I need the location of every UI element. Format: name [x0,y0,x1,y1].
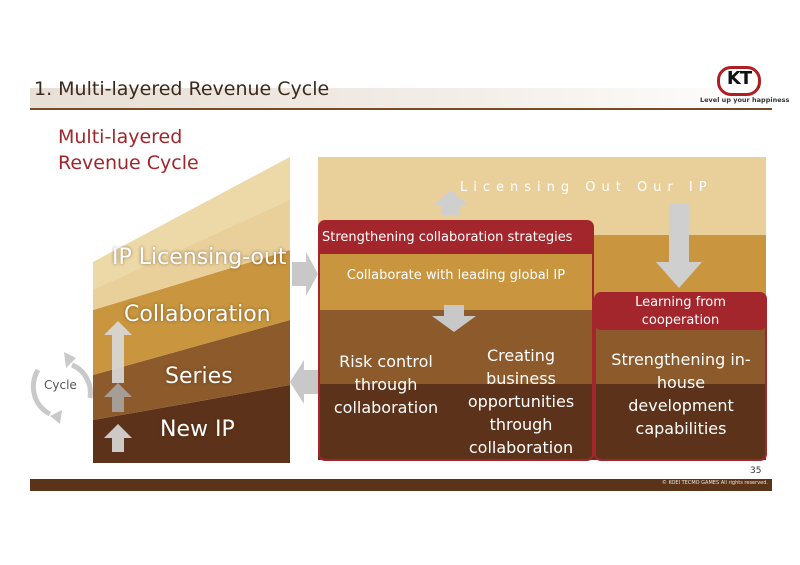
up-arrow-icon [104,424,132,452]
licensing-out-label: Licensing Out Our IP [460,180,713,195]
up-arrow-icon [104,383,132,412]
layer-new-ip [93,385,290,463]
layer-series [93,320,290,420]
down-arrow-icon [432,305,476,332]
page-title: 1. Multi-layered Revenue Cycle [34,78,330,100]
strengthening-label: Strengthening in-house development capab… [611,350,751,438]
collab-global-label: Collaborate with leading global IP [346,268,566,283]
cycle-arrowhead-icon [50,410,62,424]
logo-icon [717,66,761,96]
up-arrow-icon [434,190,468,215]
down-arrow-icon [656,203,702,288]
panel-layer-newip [318,384,766,460]
label-ip-licensing: IP Licensing-out [112,245,287,270]
label-collaboration: Collaboration [124,302,271,327]
label-series: Series [165,364,233,389]
logo-text: KT [726,68,752,89]
subtitle-line-2: Revenue Cycle [58,152,199,174]
layer-top-gradient [93,157,290,290]
footer-bar [30,479,772,491]
cycle-label: Cycle [44,378,77,392]
subtitle-line-1: Multi-layered [58,126,183,148]
section-subtitle: Multi-layered Revenue Cycle [58,124,199,176]
risk-control-label: Risk control through collaboration [333,352,439,417]
logo-tagline: Level up your happiness [700,96,790,104]
cycle-icon [30,362,93,417]
layer-collaboration [93,250,290,375]
cycle-arrowhead-icon [64,352,76,368]
title-band [30,88,772,110]
copyright-text: © KOEI TECMO GAMES All rights reserved. [661,480,768,486]
learning-header: Learning from cooperation [595,293,766,330]
label-new-ip: New IP [160,417,235,442]
right-arrow-icon [292,252,318,296]
left-arrow-icon [290,360,318,404]
up-arrow-icon [104,321,132,383]
page-number: 35 [750,466,762,476]
trademark-icon: ™ [756,86,761,92]
collab-header: Strengthening collaboration strategies [319,221,593,254]
creating-business-label: Creating business opportunities through … [467,346,575,457]
